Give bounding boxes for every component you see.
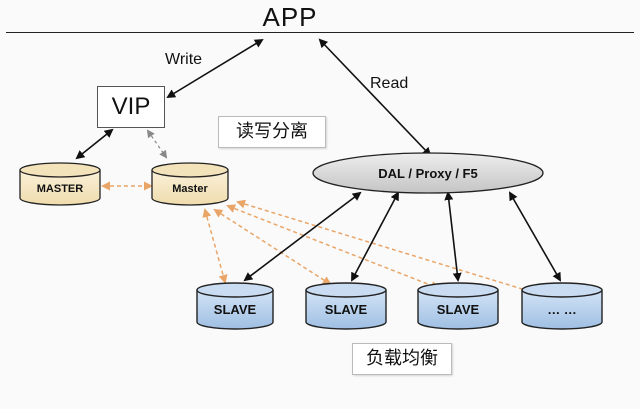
- dal-arrow-slave-1: [243, 191, 362, 282]
- dal-arrow-slave-3: [444, 191, 462, 282]
- slave-db-1: SLAVE: [196, 282, 274, 330]
- dal-proxy-node: DAL / Proxy / F5: [312, 152, 544, 194]
- app-divider: [6, 32, 634, 33]
- replication-arrow-slave-2: [213, 208, 332, 286]
- dal-arrow-slave-4: [509, 191, 561, 282]
- slave-db-3: SLAVE: [417, 282, 499, 330]
- vip-master-arrow: [75, 128, 114, 160]
- load-balance-label: 负载均衡: [352, 343, 452, 375]
- replication-arrow-slave-1: [202, 208, 228, 284]
- vip-standby-arrow: [146, 129, 168, 159]
- master-db: MASTER: [19, 162, 101, 206]
- app-label: APP: [262, 2, 318, 32]
- master-label: MASTER: [37, 183, 84, 195]
- master-standby-label: Master: [172, 183, 208, 195]
- dal-slave-arrows: [243, 191, 561, 282]
- replication-arrow-slave-3: [226, 204, 440, 290]
- slave-label-3: SLAVE: [437, 302, 480, 317]
- master-standby-db: Master: [151, 162, 229, 206]
- dal-label: DAL / Proxy / F5: [378, 166, 477, 181]
- slave-label-1: SLAVE: [214, 302, 257, 317]
- read-arrow: [318, 38, 432, 157]
- slave-label-2: SLAVE: [325, 302, 368, 317]
- vip-box: VIP: [97, 86, 165, 128]
- slave-replication-arrows: [202, 199, 534, 295]
- replication-arrow-slave-4: [236, 199, 534, 295]
- write-arrow: [166, 38, 264, 99]
- dal-arrow-slave-2: [351, 191, 399, 282]
- slave-db-4: … …: [521, 282, 603, 330]
- slave-db-2: SLAVE: [305, 282, 387, 330]
- slave-label-4: … …: [547, 302, 577, 317]
